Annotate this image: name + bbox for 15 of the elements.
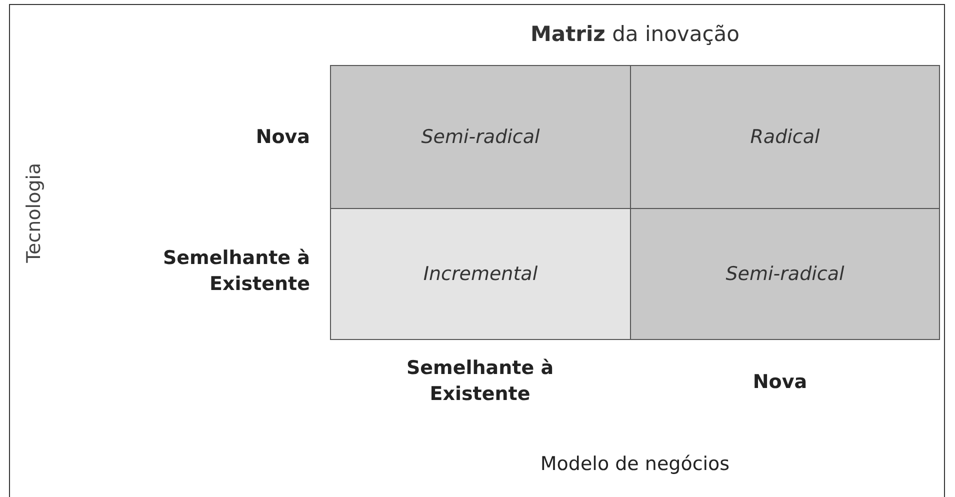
matrix-cell	[630, 65, 940, 209]
cell-label: Semi-radical	[421, 126, 540, 148]
matrix-cell	[330, 208, 631, 340]
cell-label: Radical	[750, 126, 820, 148]
row-label: Semelhante à Existente	[162, 246, 310, 297]
row-label: Nova	[254, 125, 310, 150]
axis-title: Tecnologia	[22, 162, 46, 265]
column-label: Semelhante à Existente	[405, 356, 555, 407]
column-label: Nova	[752, 370, 808, 395]
axis-title: Modelo de negócios	[539, 452, 731, 477]
diagram-title: Matriz da inovação	[530, 21, 740, 48]
matrix-cell	[630, 208, 940, 340]
matrix-cell	[330, 65, 631, 209]
cell-label: Semi-radical	[726, 263, 844, 285]
cell-label: Incremental	[423, 263, 538, 285]
